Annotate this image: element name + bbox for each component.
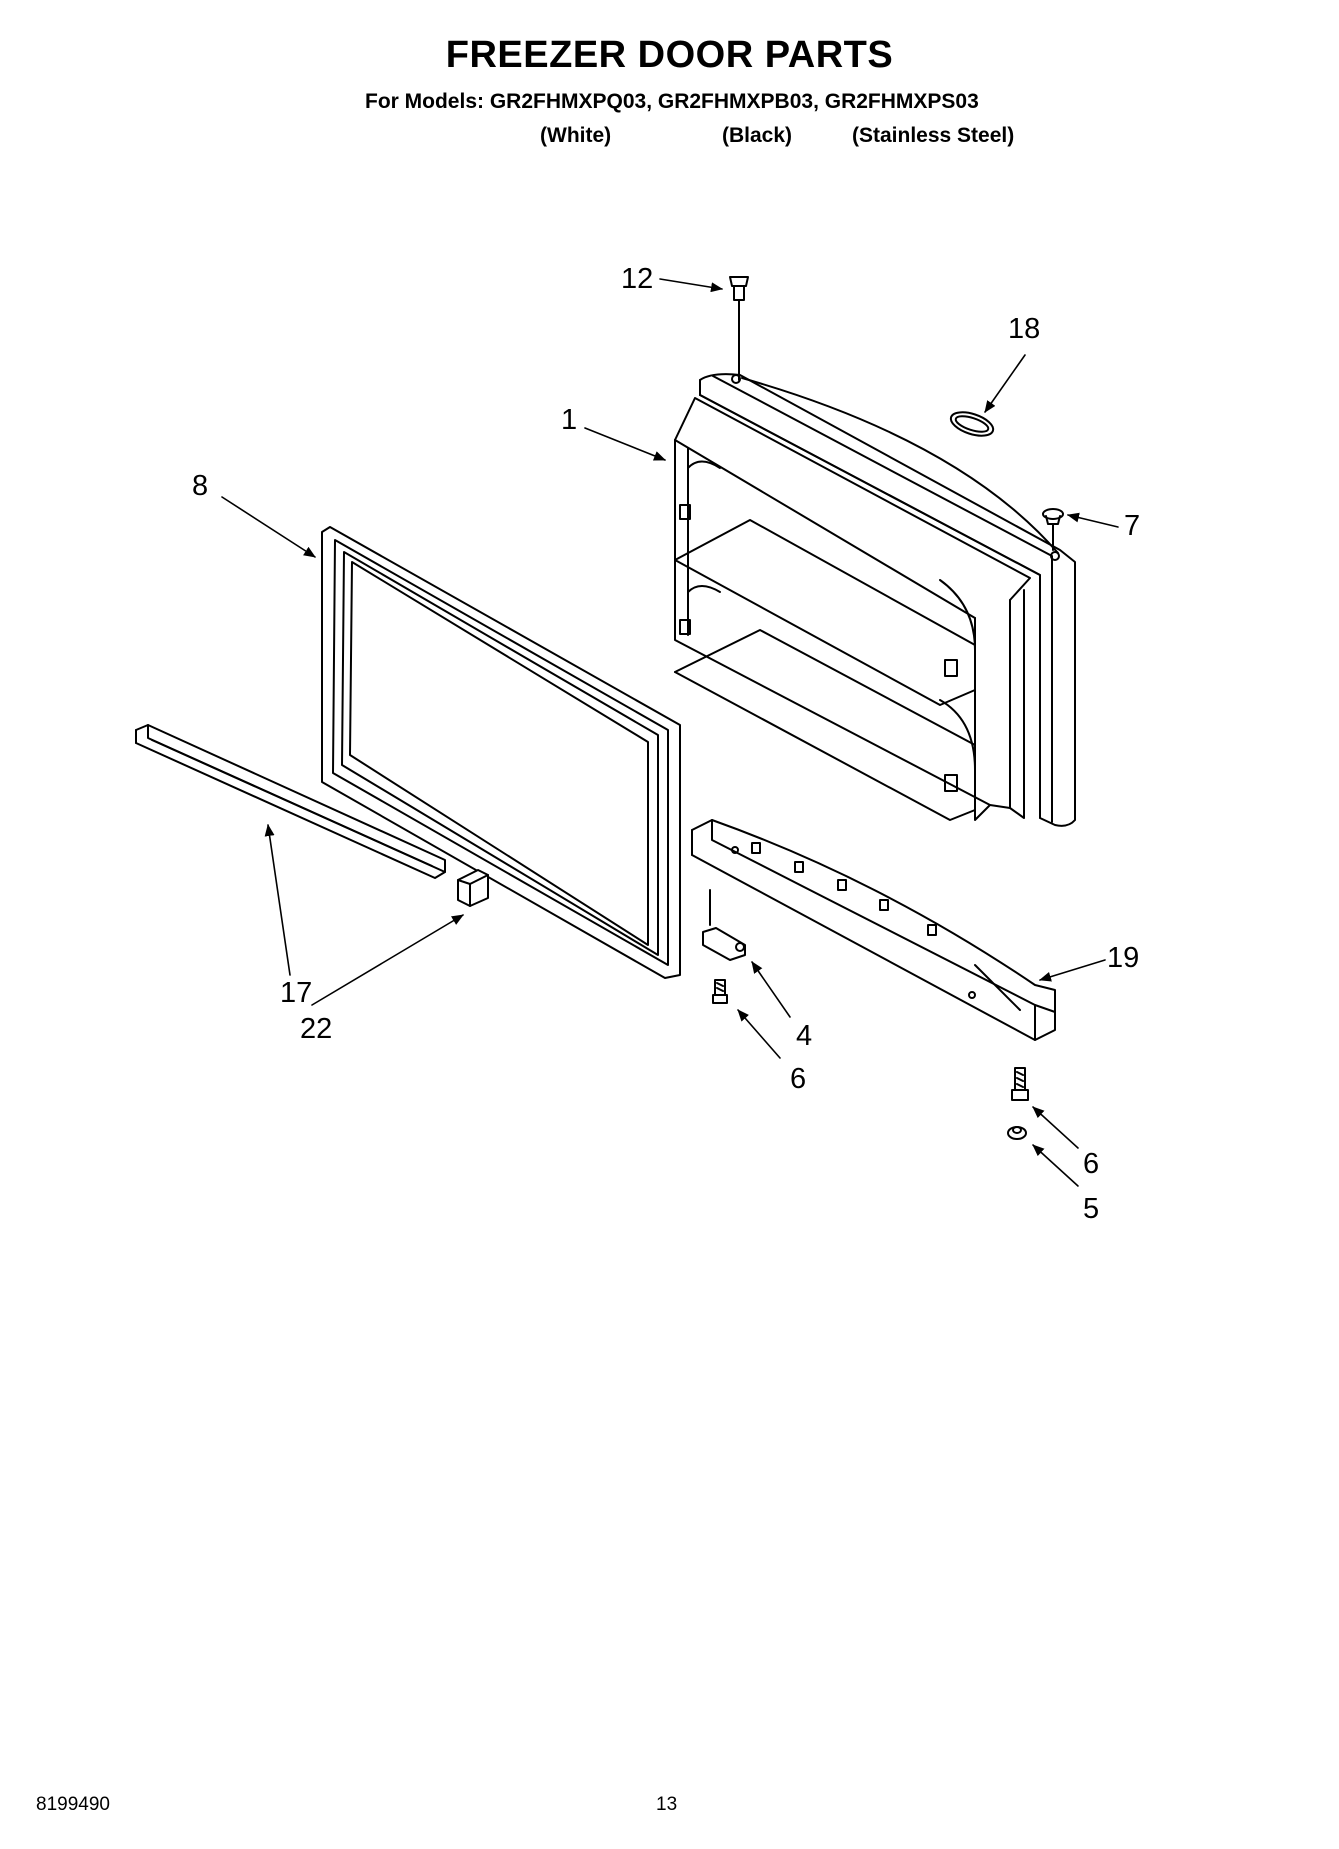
callout-8: 8 xyxy=(192,470,209,502)
callout-18: 18 xyxy=(1008,313,1041,345)
callout-4: 4 xyxy=(796,1020,813,1052)
leader-lines xyxy=(221,278,1119,1187)
callout-7: 7 xyxy=(1124,510,1141,542)
clip-part xyxy=(457,869,489,907)
variant-white: (White) xyxy=(540,124,612,147)
callout-6b: 6 xyxy=(1083,1148,1100,1180)
bracket-part xyxy=(691,819,1056,1041)
models-line: For Models: GR2FHMXPQ03, GR2FHMXPB03, GR… xyxy=(365,90,979,113)
callout-1: 1 xyxy=(561,404,578,436)
hinge-pin-part xyxy=(702,889,746,961)
page-title: FREEZER DOOR PARTS xyxy=(445,34,894,76)
door-gasket-part xyxy=(321,526,681,979)
page-number: 13 xyxy=(656,1794,678,1815)
door-liner-part xyxy=(674,373,1076,827)
variant-stainless: (Stainless Steel) xyxy=(852,124,1015,147)
screw-part-left xyxy=(712,979,728,1004)
threshold-strip-part xyxy=(135,724,446,879)
badge-ring-part xyxy=(949,411,995,437)
callout-12: 12 xyxy=(621,263,654,295)
screw-part-right xyxy=(1011,1067,1029,1101)
doc-number: 8199490 xyxy=(36,1794,110,1815)
washer-part xyxy=(1007,1126,1027,1140)
variant-black: (Black) xyxy=(722,124,793,147)
callout-19: 19 xyxy=(1107,942,1140,974)
callout-6a: 6 xyxy=(790,1063,807,1095)
plug-part xyxy=(1042,508,1064,551)
callout-5: 5 xyxy=(1083,1193,1100,1225)
top-screw-part xyxy=(729,276,749,381)
callout-22: 22 xyxy=(300,1013,333,1045)
callout-17: 17 xyxy=(280,977,313,1009)
